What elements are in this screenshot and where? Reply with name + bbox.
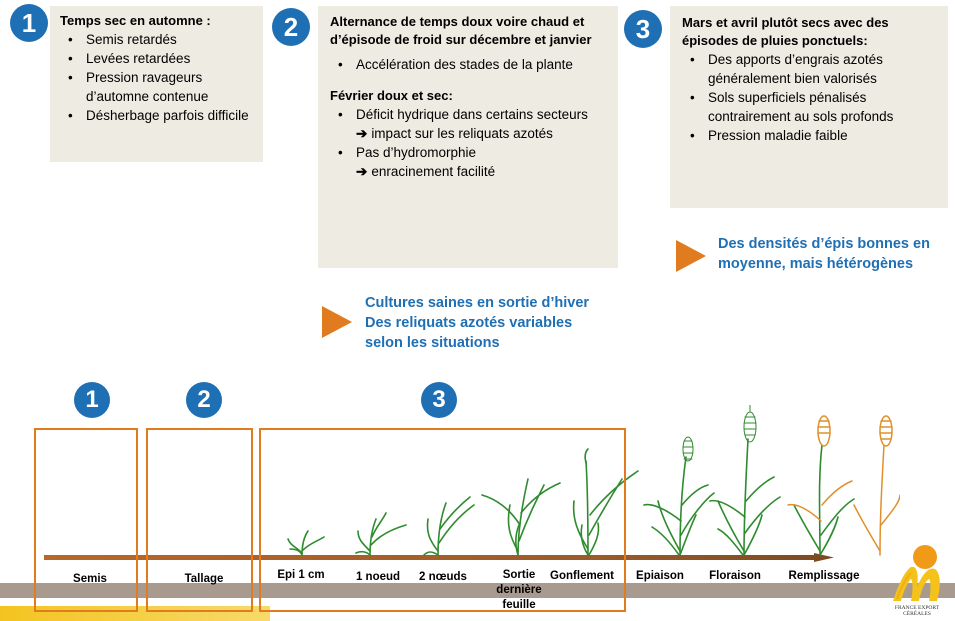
- one-node-plant: [355, 512, 407, 556]
- list-item: Pression maladie faible: [682, 126, 938, 145]
- yellow-band: [0, 606, 270, 621]
- stage-3-badge: 3: [421, 382, 457, 418]
- stage-label-1-noeud: 1 noeud: [355, 571, 401, 583]
- seedling-plant: [287, 530, 325, 556]
- timeline-arrow: [44, 553, 834, 562]
- list-item: Des apports d’engrais azotés généralemen…: [682, 50, 938, 88]
- step-1-badge: 1: [10, 4, 48, 42]
- step-3-badge: 3: [624, 10, 662, 48]
- last-leaf-plant: [481, 478, 561, 556]
- stage-label-2-noeuds: 2 nœuds: [419, 571, 467, 583]
- panel-3-box: Mars et avril plutôt secs avec des épiso…: [670, 6, 948, 208]
- stage-label-floraison: Floraison: [709, 570, 761, 582]
- conclusion-line: Des densités d’épis bonnes en: [718, 236, 930, 252]
- panel-3-list: Des apports d’engrais azotés généralemen…: [682, 50, 938, 145]
- arrow-right-icon: ➔: [356, 164, 368, 179]
- ear-icon: [682, 436, 694, 462]
- list-item: Pression ravageurs d’automne contenue: [60, 68, 255, 106]
- panel-2-sub-a: ➔impact sur les reliquats azotés: [356, 126, 553, 141]
- panel-1-box: Temps sec en automne : Semis retardés Le…: [50, 6, 263, 162]
- arrow-right-icon: ➔: [356, 126, 368, 141]
- step-2-badge: 2: [272, 8, 310, 46]
- panel-1-list: Semis retardés Levées retardées Pression…: [60, 30, 255, 125]
- panel-2-subheading: Février doux et sec:: [330, 88, 453, 103]
- conclusion-line: selon les situations: [365, 335, 500, 351]
- france-export-cereales-logo: [893, 545, 940, 601]
- grain-fill-plant: [793, 444, 855, 556]
- stage-2-box: [146, 428, 253, 612]
- panel-3-heading: Mars et avril plutôt secs avec des épiso…: [682, 15, 889, 48]
- orange-triangle-icon: [322, 306, 352, 338]
- panel-2-heading: Alternance de temps doux voire chaud et …: [330, 14, 592, 47]
- list-item: Déficit hydrique dans certains secteurs: [330, 105, 608, 124]
- stage-label-gonflement: Gonflement: [550, 570, 614, 582]
- stage-3-box: [259, 428, 626, 612]
- list-item: Sols superficiels pénalisés contrairemen…: [682, 88, 938, 126]
- panel-2-list-3: Pas d’hydromorphie: [330, 143, 608, 162]
- conclusion-line: moyenne, mais hétérogènes: [718, 256, 914, 272]
- stage-2-badge: 2: [186, 382, 222, 418]
- panel-2-box: Alternance de temps doux voire chaud et …: [318, 6, 618, 268]
- list-item: Semis retardés: [60, 30, 255, 49]
- stage-label-epiaison: Epiaison: [636, 570, 684, 582]
- growth-stages-illustration: [287, 405, 900, 556]
- orange-triangle-icon: [676, 240, 706, 272]
- conclusion-right: Des densités d’épis bonnes en moyenne, m…: [718, 234, 930, 274]
- booting-plant: [572, 448, 639, 556]
- conclusion-middle: Cultures saines en sortie d’hiver Des re…: [365, 293, 589, 353]
- conclusion-line: Des reliquats azotés variables: [365, 315, 573, 331]
- stage-1-badge: 1: [74, 382, 110, 418]
- ground-band: [0, 583, 955, 598]
- panel-2-list-1: Accélération des stades de la plante: [330, 55, 608, 74]
- stage-1-box: [34, 428, 138, 612]
- two-node-plant: [423, 496, 475, 556]
- stage-label-sortie: Sortie dernière feuille: [496, 569, 542, 611]
- list-item: Levées retardées: [60, 49, 255, 68]
- stage-label-remplissage: Remplissage: [788, 570, 860, 582]
- stage-label-epi1cm: Epi 1 cm: [277, 569, 325, 581]
- panel-2-list-2: Déficit hydrique dans certains secteurs: [330, 105, 608, 124]
- stage-label-semis: Semis: [73, 573, 107, 585]
- list-item: Accélération des stades de la plante: [330, 55, 608, 74]
- conclusion-line: Cultures saines en sortie d’hiver: [365, 295, 590, 311]
- ear-icon: [743, 405, 757, 443]
- panel-2-sub-b: ➔enracinement facilité: [356, 164, 496, 179]
- logo-text: FRANCE EXPORT CÉRÉALES: [894, 605, 940, 617]
- stage-label-tallage: Tallage: [184, 573, 224, 585]
- heading-plant: [643, 456, 715, 556]
- panel-1-heading: Temps sec en automne :: [60, 13, 211, 28]
- flowering-plant: [709, 438, 781, 556]
- list-item: Pas d’hydromorphie: [330, 143, 608, 162]
- list-item: Désherbage parfois difficile: [60, 106, 255, 125]
